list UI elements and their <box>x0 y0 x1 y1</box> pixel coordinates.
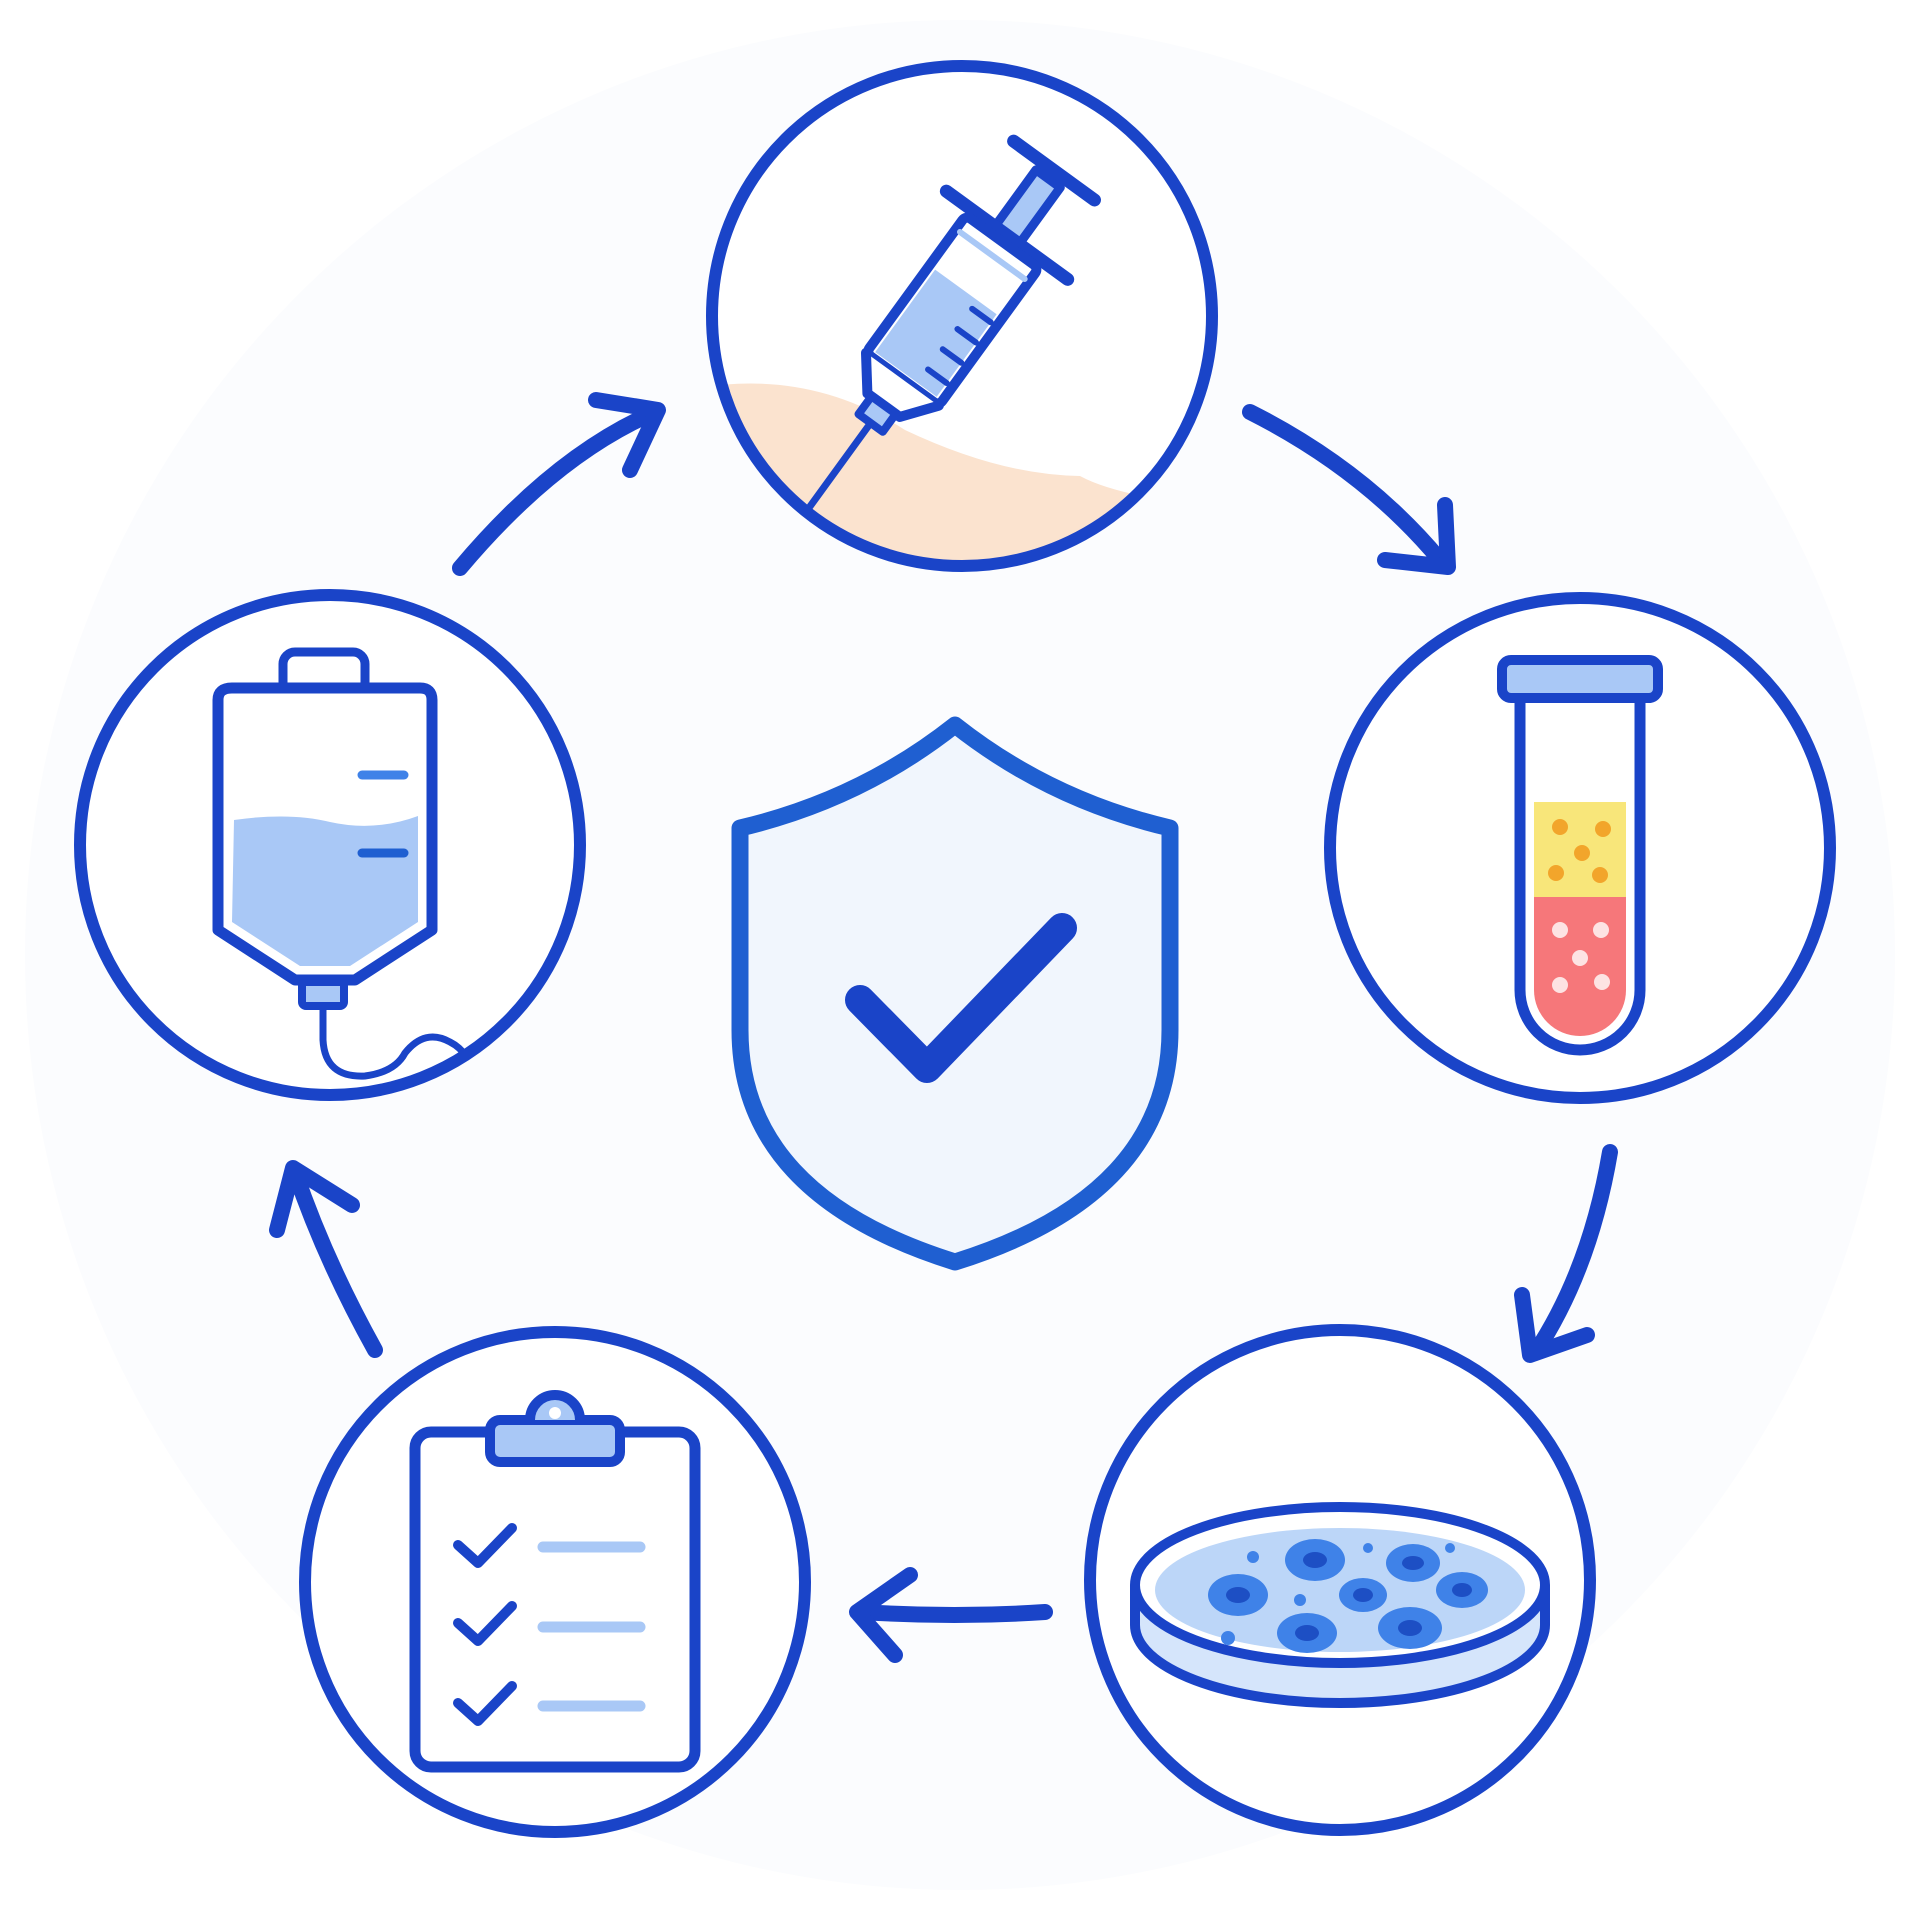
iv-bag-icon <box>212 647 484 1089</box>
step-culture <box>1084 1324 1596 1836</box>
step-blood-sample <box>1324 592 1836 1104</box>
arrow-syringe-to-tube <box>1242 404 1456 575</box>
step-iv-infusion <box>74 589 586 1101</box>
flow-arrows <box>269 392 1618 1663</box>
arrow-clipboard-to-iv <box>269 1160 383 1358</box>
arrow-dish-to-clipboard <box>849 1567 1053 1663</box>
step-injection <box>706 60 1218 572</box>
shield-check-icon <box>731 716 1179 1271</box>
petri-dish-icon <box>1130 1502 1550 1708</box>
test-tube-icon <box>1497 655 1663 1056</box>
syringe-icon <box>803 134 1101 514</box>
arrow-iv-to-syringe <box>452 392 666 576</box>
step-checklist <box>299 1326 811 1838</box>
clipboard-checklist-icon <box>409 1390 701 1773</box>
arrow-tube-to-dish <box>1514 1144 1618 1363</box>
